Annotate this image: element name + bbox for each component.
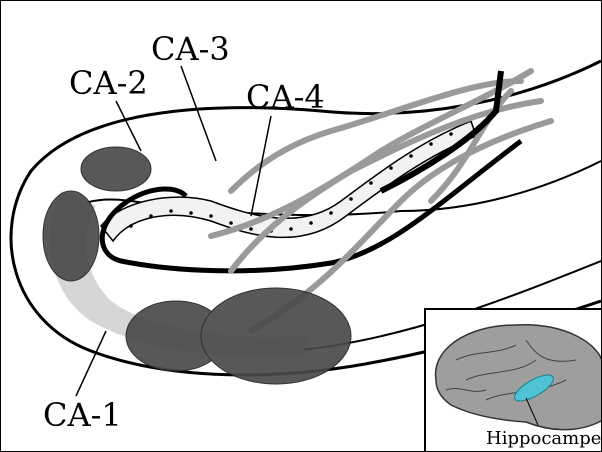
- ca1-upper-region: [43, 191, 99, 281]
- label-ca1: CA-1: [43, 399, 122, 431]
- inset-caption: Hippocampe: [486, 428, 601, 449]
- label-ca4: CA-4: [246, 81, 325, 113]
- label-ca3: CA-3: [151, 33, 230, 65]
- brain-inset: Hippocampe: [424, 308, 602, 452]
- ca1-lower-region-b: [201, 288, 351, 384]
- ca2-region: [81, 147, 151, 191]
- label-ca2: CA-2: [69, 67, 148, 99]
